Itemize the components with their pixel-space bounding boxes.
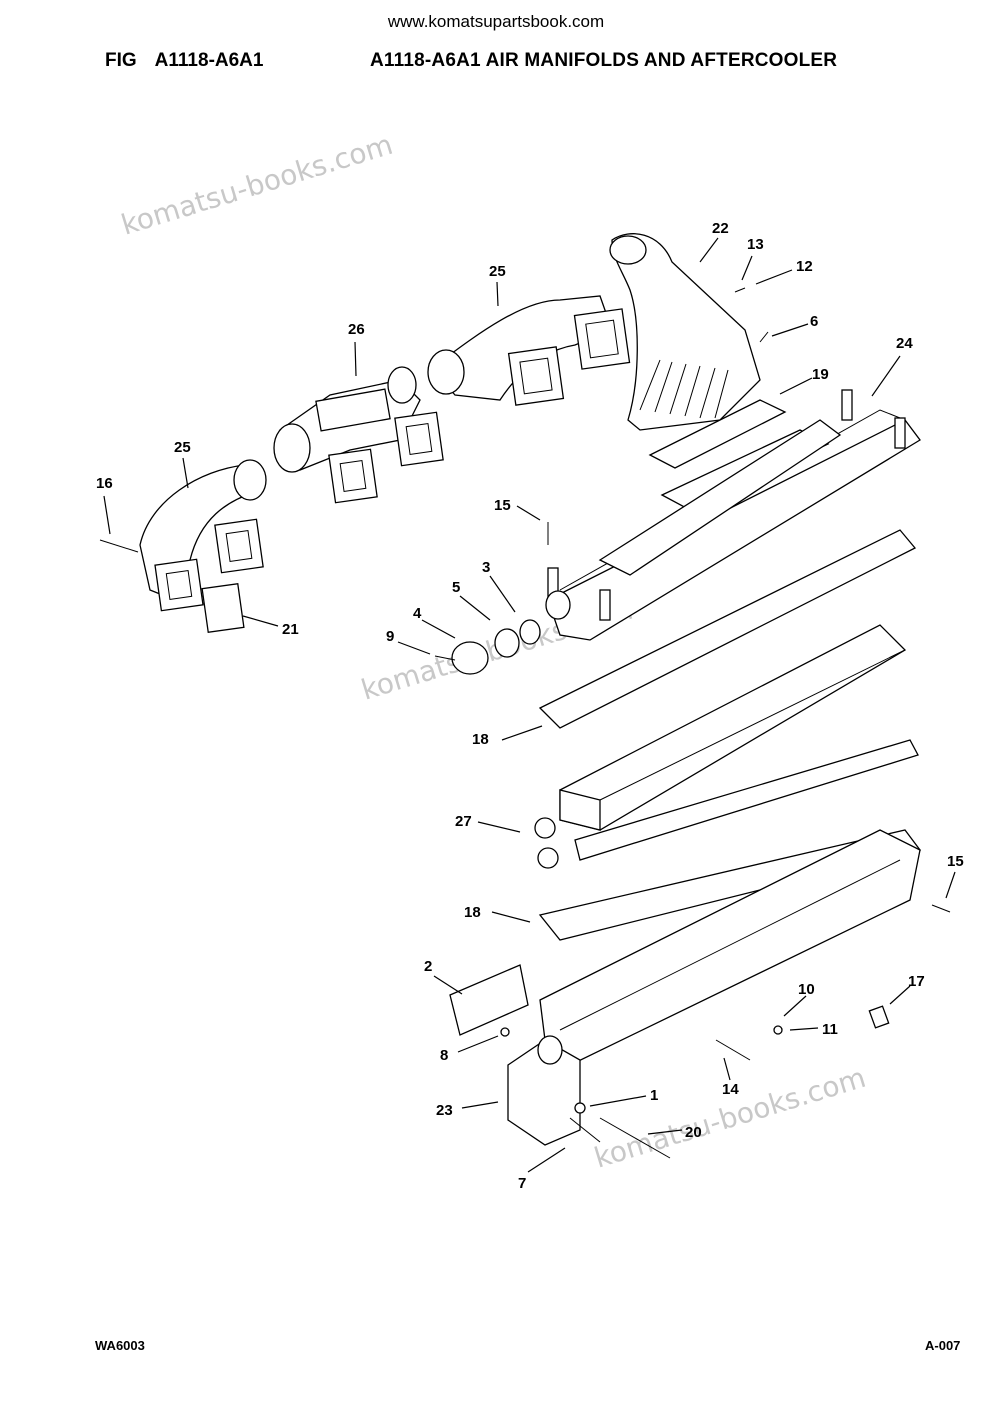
callout-4: 4 bbox=[413, 605, 422, 622]
callout-1: 1 bbox=[650, 1087, 658, 1104]
callout-19: 19 bbox=[812, 366, 829, 383]
site-url[interactable]: www.komatsupartsbook.com bbox=[387, 12, 605, 31]
figure-label: FIG A1118-A6A1 bbox=[105, 50, 263, 72]
callout-14: 14 bbox=[722, 1081, 739, 1098]
callout-5: 5 bbox=[452, 579, 460, 596]
air-manifold-elbow-lower bbox=[99, 459, 267, 612]
aftercooler-housing bbox=[507, 829, 921, 1146]
aftercooler-gasket-upper bbox=[538, 529, 917, 729]
callout-3: 3 bbox=[482, 559, 490, 576]
callout-18: 18 bbox=[472, 731, 489, 748]
callout-17: 17 bbox=[908, 973, 925, 990]
callout-12: 12 bbox=[796, 258, 813, 275]
callout-21: 21 bbox=[282, 621, 299, 638]
callout-11: 11 bbox=[822, 1021, 838, 1038]
callout-9: 9 bbox=[386, 628, 394, 645]
callout-10: 10 bbox=[798, 981, 815, 998]
fasteners bbox=[500, 287, 951, 1159]
aftercooler-core bbox=[534, 624, 919, 869]
callout-6: 6 bbox=[810, 313, 818, 330]
footer-doc-code: WA6003 bbox=[95, 1338, 145, 1353]
callout-2: 2 bbox=[424, 958, 432, 975]
manifold-gasket bbox=[201, 582, 245, 634]
callout-13: 13 bbox=[747, 236, 764, 253]
callout-15: 15 bbox=[494, 497, 511, 514]
seal-clamp-assembly bbox=[434, 619, 541, 675]
callout-labels: 22 13 12 25 6 26 24 19 25 16 15 3 5 4 9 … bbox=[96, 220, 964, 1192]
callout-25: 25 bbox=[489, 263, 506, 280]
callout-24: 24 bbox=[896, 335, 913, 352]
callout-23: 23 bbox=[436, 1102, 453, 1119]
watermark: komatsu-books.com bbox=[117, 128, 396, 242]
callout-26: 26 bbox=[348, 321, 365, 338]
air-inlet-elbow bbox=[609, 233, 761, 431]
page-title: A1118-A6A1 AIR MANIFOLDS AND AFTERCOOLER bbox=[370, 50, 838, 71]
air-manifold-center bbox=[273, 366, 444, 504]
callout-7: 7 bbox=[518, 1175, 526, 1192]
callout-27: 27 bbox=[455, 813, 472, 830]
callout-15: 15 bbox=[947, 853, 964, 870]
callout-16: 16 bbox=[96, 475, 113, 492]
callout-25: 25 bbox=[174, 439, 191, 456]
fig-prefix: FIG bbox=[105, 50, 137, 71]
air-manifold-elbow-upper bbox=[427, 295, 631, 406]
leader-lines bbox=[103, 237, 956, 1173]
callout-18: 18 bbox=[464, 904, 481, 921]
callout-8: 8 bbox=[440, 1047, 448, 1064]
fig-code: A1118-A6A1 bbox=[154, 50, 264, 71]
callout-22: 22 bbox=[712, 220, 729, 237]
callout-20: 20 bbox=[685, 1124, 702, 1141]
footer-page-number: A-007 bbox=[925, 1338, 961, 1353]
cover-plate bbox=[449, 964, 529, 1036]
aftercooler-cover bbox=[545, 389, 921, 641]
